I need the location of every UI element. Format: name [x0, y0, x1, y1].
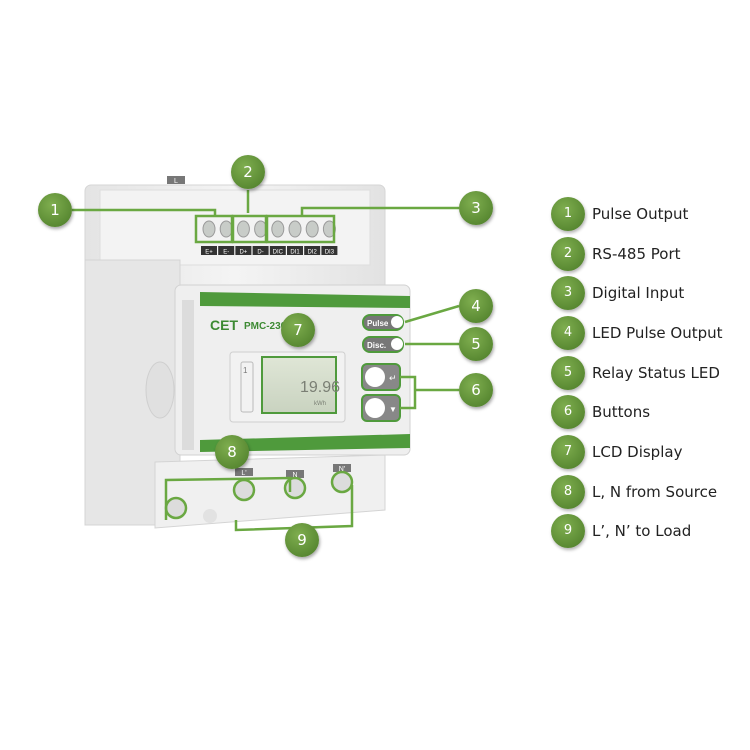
top-terminal-block: E+ E- D+ D- DIC DI1 DI2 DI3 — [201, 220, 338, 256]
legend-number: 7 — [551, 434, 585, 469]
lcd-value: 19.96 — [300, 379, 340, 396]
svg-text:↵: ↵ — [389, 373, 397, 383]
terminal-label: D+ — [239, 250, 247, 256]
legend-number: 8 — [551, 474, 585, 509]
terminal-label: L' — [241, 470, 246, 477]
terminal-label: N' — [339, 466, 345, 473]
legend-label: Buttons — [592, 403, 651, 422]
terminal-label: DI3 — [325, 250, 335, 256]
terminal-label: DI1 — [290, 250, 300, 256]
legend-item: 5 Relay Status LED — [551, 353, 723, 393]
lcd-unit: kWh — [314, 401, 326, 407]
lcd-screen — [261, 356, 337, 414]
callout-3: 3 — [459, 191, 493, 225]
legend-item: 7 LCD Display — [551, 432, 723, 472]
legend-item: 3 Digital Input — [551, 273, 723, 313]
terminal-hole — [330, 470, 354, 494]
legend-number: 1 — [551, 196, 585, 231]
callout-5: 5 — [459, 327, 493, 361]
terminal-screw — [271, 220, 285, 238]
legend-label: RS-485 Port — [592, 244, 681, 263]
legend-label: LCD Display — [592, 442, 683, 461]
green-stripe-bottom — [200, 434, 410, 452]
legend-label: L, N from Source — [592, 482, 718, 501]
terminal-screw — [219, 220, 233, 238]
legend-item: 9 L’, N’ to Load — [551, 512, 723, 552]
legend-label: Pulse Output — [592, 204, 689, 223]
green-stripe-top — [200, 292, 410, 308]
legend-label: LED Pulse Output — [592, 323, 723, 342]
terminal-label: E+ — [205, 250, 213, 256]
callout-2: 2 — [231, 155, 265, 189]
svg-text:▼: ▼ — [389, 405, 397, 414]
legend-item: 2 RS-485 Port — [551, 234, 723, 274]
legend-number: 2 — [551, 236, 585, 271]
callout-1: 1 — [38, 193, 72, 227]
pulse-led — [391, 316, 403, 328]
disc-led — [391, 338, 403, 350]
terminal-screw — [322, 220, 336, 238]
legend-number: 4 — [551, 315, 585, 350]
legend-item: 4 LED Pulse Output — [551, 313, 723, 353]
callout-9: 9 — [285, 523, 319, 557]
legend-item: 1 Pulse Output — [551, 194, 723, 234]
legend-label: Digital Input — [592, 284, 685, 303]
legend: 1 Pulse Output 2 RS-485 Port 3 Digital Input 4… — [551, 194, 723, 551]
legend-number: 9 — [551, 514, 585, 549]
callout-4: 4 — [459, 289, 493, 323]
terminal-label: DIC — [273, 250, 284, 256]
terminal-screw — [305, 220, 319, 238]
callout-7: 7 — [281, 313, 315, 347]
terminal-screw — [202, 220, 216, 238]
model-label: PMC-230 — [244, 321, 287, 332]
legend-number: 3 — [551, 276, 585, 311]
terminal-screw — [236, 220, 250, 238]
terminal-label: L — [174, 178, 178, 185]
terminal-label: D- — [257, 250, 263, 256]
terminal-label: E- — [223, 250, 229, 256]
legend-label: L’, N’ to Load — [592, 522, 692, 541]
terminal-hole — [283, 476, 307, 500]
legend-number: 5 — [551, 355, 585, 390]
terminal-hole — [232, 478, 256, 502]
legend-label: Relay Status LED — [592, 363, 720, 382]
callout-6: 6 — [459, 373, 493, 407]
brand-logo: CET — [210, 317, 238, 333]
legend-number: 6 — [551, 395, 585, 430]
svg-text:1: 1 — [243, 366, 248, 375]
legend-item: 6 Buttons — [551, 392, 723, 432]
terminal-screw — [288, 220, 302, 238]
terminal-label: DI2 — [308, 250, 318, 256]
terminal-hole — [164, 496, 188, 520]
leader-lines — [72, 190, 460, 532]
svg-text:Disc.: Disc. — [367, 341, 386, 350]
svg-text:Pulse: Pulse — [367, 319, 389, 328]
callout-8: 8 — [215, 435, 249, 469]
legend-item: 8 L, N from Source — [551, 472, 723, 512]
terminal-label: N — [292, 472, 297, 479]
